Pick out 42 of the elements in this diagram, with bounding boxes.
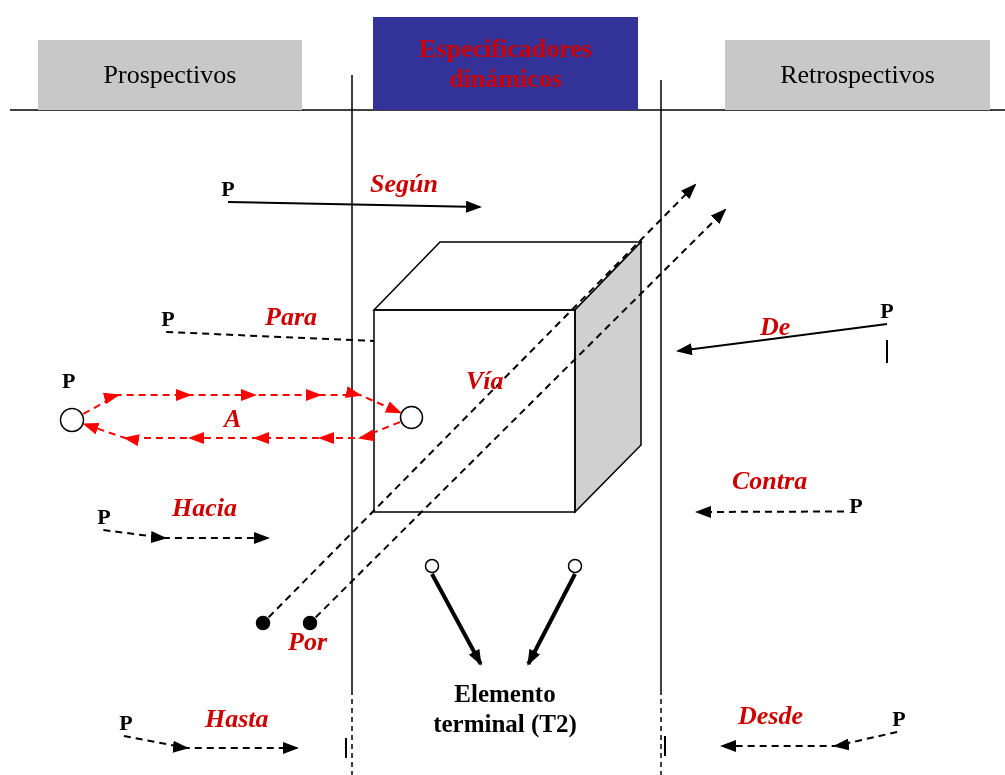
preposition-label: Desde xyxy=(738,702,803,730)
connector-line xyxy=(165,331,375,342)
category-header: Prospectivos xyxy=(38,40,302,110)
arrow xyxy=(720,731,899,752)
preposition-label: De xyxy=(760,313,791,341)
point-label: P xyxy=(216,176,240,202)
point-label: P xyxy=(844,493,868,519)
arrow xyxy=(83,421,401,446)
arrow xyxy=(82,386,402,415)
filled-dot xyxy=(302,615,318,631)
preposition-label: A xyxy=(224,405,242,433)
open-circle xyxy=(399,405,424,430)
arrow xyxy=(267,183,697,619)
arrow xyxy=(314,208,727,619)
arrow xyxy=(122,735,299,754)
arrow xyxy=(676,323,888,356)
preposition-label: Contra xyxy=(732,467,808,495)
arrow xyxy=(430,573,483,666)
arrow xyxy=(227,200,482,213)
preposition-label: Hasta xyxy=(205,705,269,733)
arrow xyxy=(695,505,845,518)
preposition-label: Hacia xyxy=(172,494,237,522)
arrow xyxy=(102,529,270,544)
preposition-label: Vía xyxy=(466,367,504,395)
category-header: Retrospectivos xyxy=(725,40,990,110)
cube-drawing xyxy=(372,240,644,515)
point-label: P xyxy=(92,504,116,530)
preposition-label: Para xyxy=(265,303,317,331)
category-header: Especificadores dinámicos xyxy=(373,17,638,110)
point-label: P xyxy=(887,706,911,732)
preposition-label: Por xyxy=(288,628,327,656)
open-circle xyxy=(424,558,440,574)
preposition-label: Según xyxy=(370,170,438,198)
open-circle xyxy=(567,558,583,574)
open-circle xyxy=(59,407,85,433)
filled-dot xyxy=(255,615,271,631)
point-label: P xyxy=(62,368,76,394)
point-label: P xyxy=(156,306,180,332)
point-label: P xyxy=(875,298,899,324)
arrow xyxy=(526,573,577,666)
point-label: P xyxy=(114,710,138,736)
terminal-element-label: Elemento terminal (T2) xyxy=(420,664,590,754)
